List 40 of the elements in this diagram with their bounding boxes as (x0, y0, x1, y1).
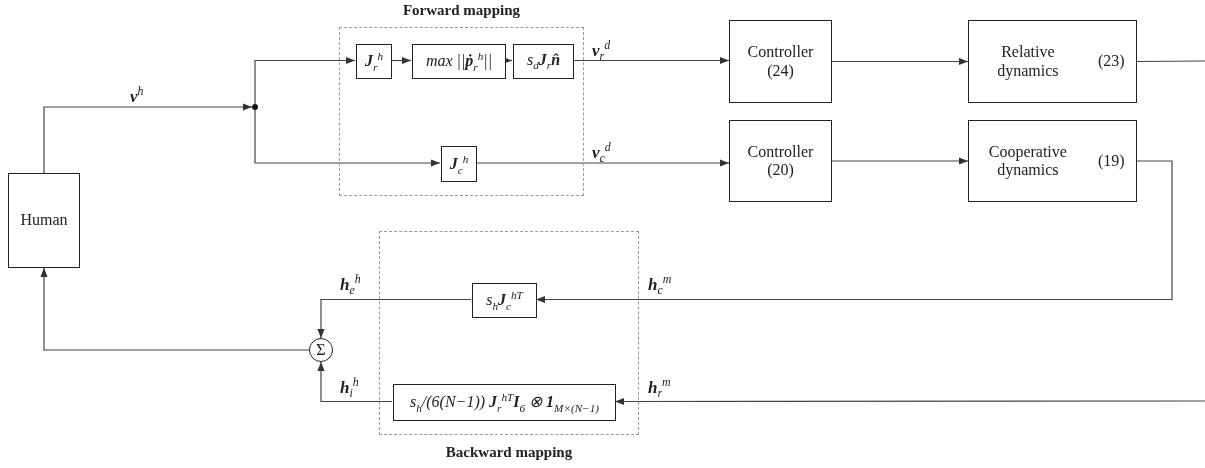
math-block (412, 44, 506, 79)
arrow (614, 397, 1205, 406)
arrow (317, 298, 472, 339)
equation-number: (19) (1098, 151, 1125, 171)
group-heading: Forward mapping (401, 2, 522, 19)
process-box (729, 120, 832, 202)
block-label: Σ (316, 341, 326, 359)
arrow (254, 56, 356, 105)
arrow (475, 159, 730, 167)
process-box (968, 120, 1137, 202)
arrow (535, 160, 1173, 304)
math-expression: max ||ṗ$_{r}$$^{h}$|| (425, 50, 493, 73)
block-label: Human (20, 211, 68, 230)
math-expression: s$_{h}$/(6(N−1)) J$_{r}$$^{hT}$I$_{6}$ ⊗ 1$_{M×(N−1)}$ (410, 391, 599, 414)
block-label: Cooperative dynamics (987, 142, 1068, 180)
math-block (472, 283, 537, 318)
math-block (393, 384, 616, 421)
arrow (317, 361, 393, 403)
arrow (831, 157, 969, 165)
junction-dot (252, 104, 258, 110)
group-heading: Backward mapping (444, 444, 574, 461)
process-box (729, 20, 832, 103)
arrow (572, 56, 730, 65)
math-block (441, 146, 477, 182)
arrow (831, 57, 969, 66)
arrow (43, 103, 253, 174)
arrow (254, 109, 441, 167)
edge-label: v$^{h}$ (130, 84, 144, 107)
summing-junction (309, 338, 333, 362)
math-block (513, 44, 574, 79)
block-label: Controller (20) (746, 142, 815, 180)
math-block (356, 44, 392, 79)
math-expression: s$_{d}$J$_{r}$n̂ (526, 51, 561, 72)
arrow (390, 56, 412, 65)
block-label: Relative dynamics (996, 43, 1060, 80)
block-label: Controller (24) (746, 43, 815, 80)
equation-number: (23) (1098, 52, 1125, 71)
process-box (8, 173, 80, 268)
process-box (968, 20, 1137, 103)
arrow (40, 267, 310, 351)
